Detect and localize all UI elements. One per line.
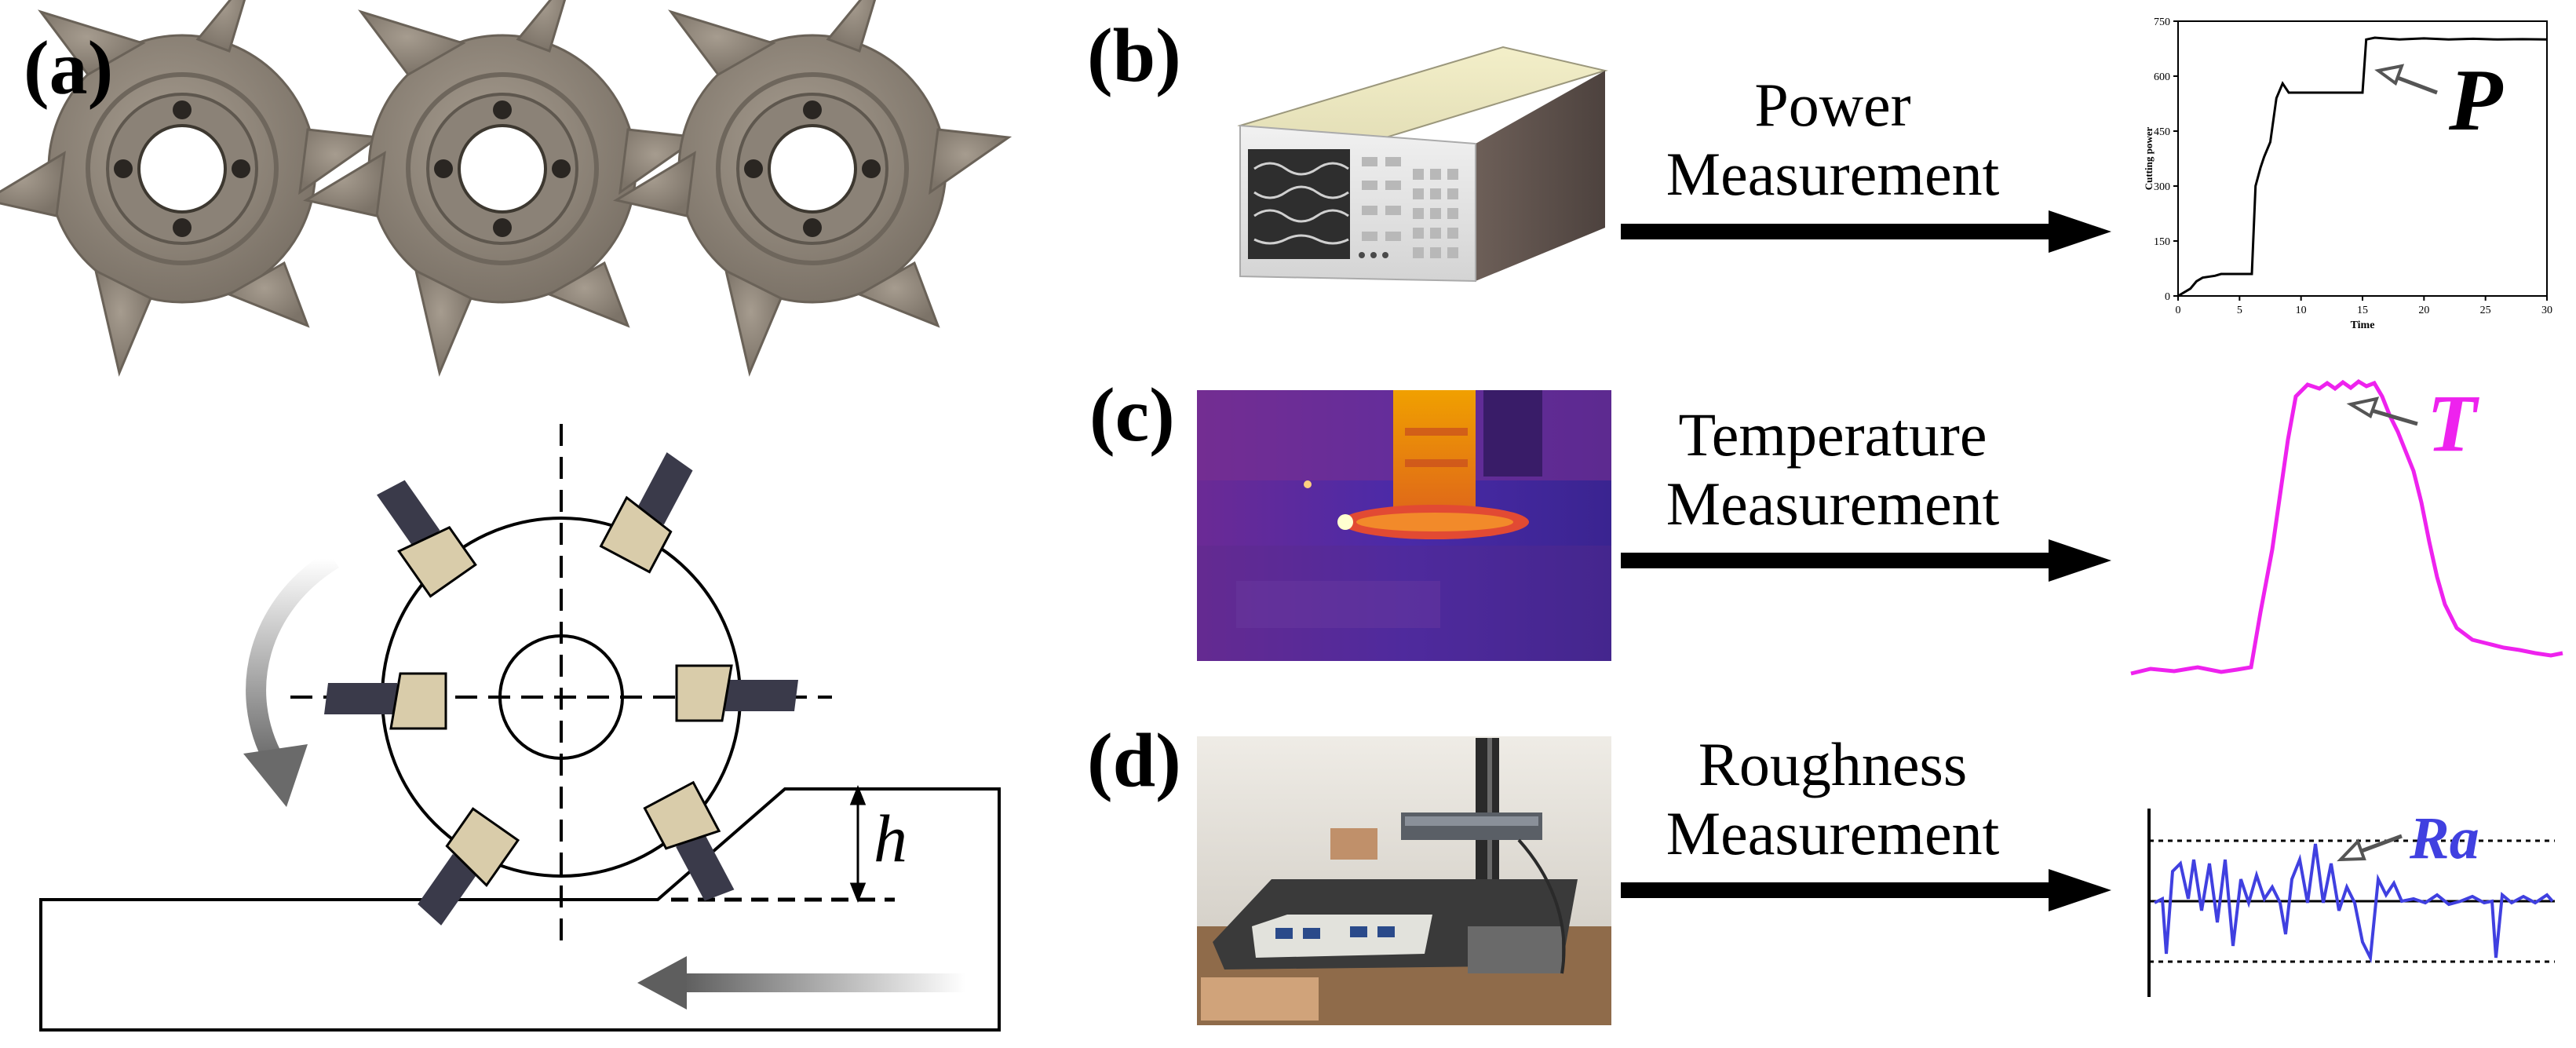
- chart-y-tick-label: 150: [2154, 236, 2170, 248]
- feed-direction-arrow: [637, 956, 965, 1010]
- cutter-photo-2: [303, 0, 702, 377]
- chart-x-tick-label: 15: [2357, 305, 2368, 316]
- roughness-caption-line1: Roughness: [1698, 730, 1968, 798]
- power-caption-line2: Measurement: [1666, 140, 2000, 208]
- thermal-image: [1197, 390, 1611, 661]
- power-caption: Power Measurement: [1613, 71, 2052, 209]
- temperature-caption-line1: Temperature: [1678, 400, 1987, 469]
- chart-y-tick-label: 0: [2165, 291, 2170, 303]
- cutter-schematic: [290, 424, 832, 946]
- chart-y-axis-label: Cutting power: [2143, 127, 2155, 191]
- chart-y-tick-label: 600: [2154, 71, 2170, 83]
- cutting-insert: [324, 672, 447, 730]
- temperature-caption-line2: Measurement: [1666, 469, 2000, 538]
- chart-x-tick-label: 25: [2480, 305, 2491, 316]
- roughness-symbol: Ra: [2410, 805, 2479, 871]
- power-caption-line1: Power: [1754, 71, 1911, 139]
- rotation-arrow: [243, 550, 339, 807]
- cutting-insert: [675, 664, 798, 722]
- cutting-depth-label: h: [874, 801, 907, 876]
- cutter-photo-1: [0, 0, 382, 377]
- chart-x-tick-label: 30: [2541, 305, 2552, 316]
- temperature-arrow: [1621, 539, 2111, 582]
- chart-series-line: [2177, 36, 2548, 298]
- chart-x-axis-label: Time: [2351, 320, 2375, 331]
- cutting-insert: [418, 807, 520, 926]
- power-symbol: P: [2449, 52, 2503, 149]
- power-meter-device: [1237, 46, 1608, 283]
- roughness-arrow: [1621, 869, 2111, 911]
- roughness-caption-line2: Measurement: [1666, 799, 2000, 867]
- workpiece-outline: [39, 787, 1001, 1032]
- roughness-profile: [2147, 809, 2555, 997]
- roughness-pointer-arrow: [2337, 834, 2403, 862]
- chart-x-tick-label: 20: [2418, 305, 2429, 316]
- roughness-tester-photo: [1197, 736, 1611, 1025]
- temperature-curve: [2130, 378, 2563, 676]
- cutter-photo-3: [613, 0, 1013, 377]
- cutting-insert: [377, 480, 477, 598]
- depth-dimension: [849, 784, 867, 904]
- power-pointer-arrow: [2374, 64, 2438, 95]
- chart-y-tick-label: 750: [2154, 16, 2170, 28]
- chart-y-tick-label: 450: [2154, 126, 2170, 138]
- panel-label-b: (b): [1087, 13, 1181, 98]
- power-chart: 0 150 300 450 600 750 0 5 10 15 20 25 30 Cutting po…: [2143, 16, 2552, 331]
- temperature-symbol: T: [2427, 378, 2477, 469]
- cutting-insert: [599, 452, 693, 574]
- chart-x-tick-label: 10: [2296, 305, 2307, 316]
- panel-label-d: (d): [1087, 718, 1181, 803]
- roughness-caption: Roughness Measurement: [1613, 730, 2052, 868]
- chart-x-tick-label: 0: [2176, 305, 2181, 316]
- temperature-caption: Temperature Measurement: [1613, 400, 2052, 539]
- chart-x-tick-label: 5: [2237, 305, 2242, 316]
- panel-label-a: (a): [24, 26, 114, 111]
- panel-label-c: (c): [1089, 373, 1175, 458]
- temperature-pointer-arrow: [2346, 396, 2418, 426]
- power-arrow: [1621, 210, 2111, 253]
- chart-y-tick-label: 300: [2154, 181, 2170, 193]
- cutting-insert: [643, 780, 735, 901]
